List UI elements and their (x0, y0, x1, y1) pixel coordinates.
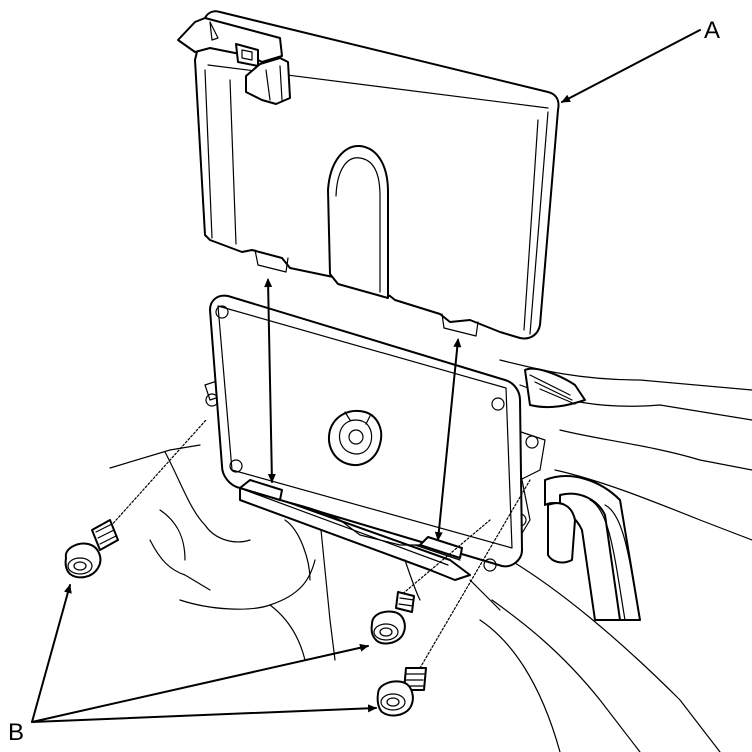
callout-b-label: B (8, 719, 24, 746)
alignment-arrow-left (264, 278, 276, 483)
callout-a: A (561, 17, 720, 103)
callout-b-leader (31, 704, 377, 723)
alignment-arrows (264, 278, 462, 541)
callout-b-leader (31, 643, 369, 723)
ecm-connector (328, 410, 383, 466)
callout-a-label: A (704, 17, 720, 44)
ecm-cover-a (177, 10, 560, 340)
bolt (376, 479, 531, 717)
callout-b-leader (31, 584, 72, 723)
bolt (64, 419, 207, 579)
engine-bay-background (479, 359, 752, 752)
mounting-bracket (109, 379, 546, 661)
bolt (370, 519, 491, 645)
callout-a-leader (561, 29, 701, 103)
alignment-arrow-right (434, 338, 462, 541)
callout-b: B (8, 584, 377, 746)
